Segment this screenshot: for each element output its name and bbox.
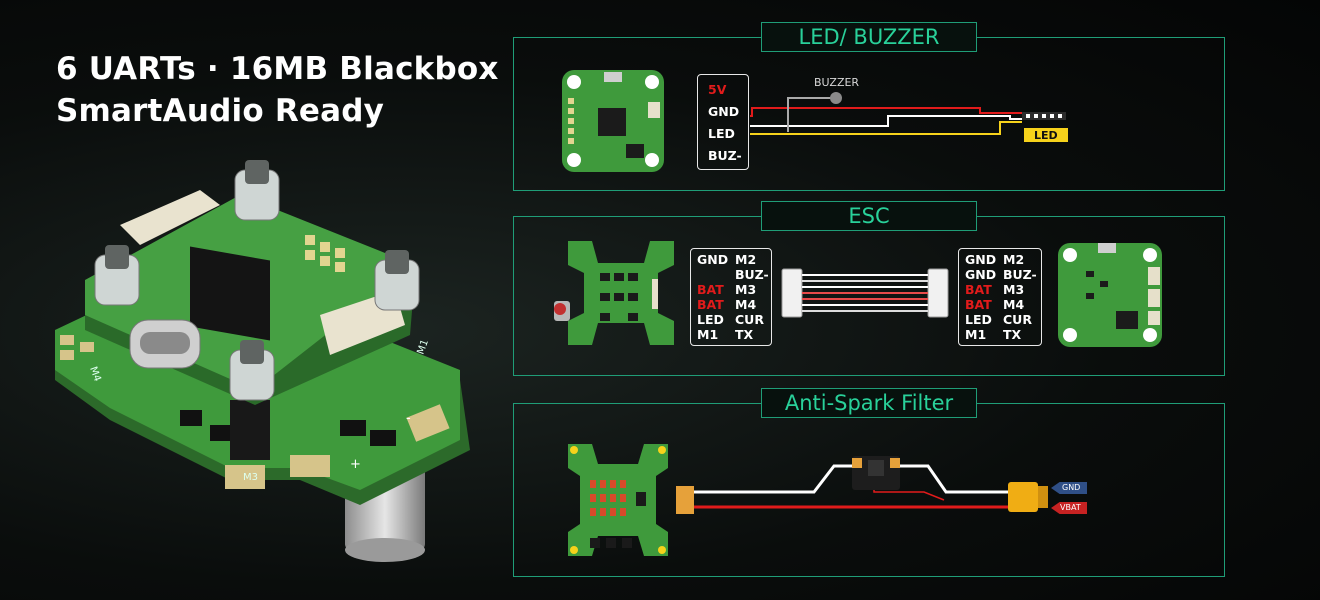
led-strip-label: LED [1034, 129, 1058, 142]
pin-label: GND [965, 267, 997, 282]
esc-panel: ESC GND M2 BUZ- BAT M3 BAT M4 LED CUR M1 TX G… [513, 201, 1225, 376]
esc-left-row: GND M2 [697, 252, 771, 267]
pin-label: BAT [965, 297, 992, 312]
product-stack-image: M4 M1 M3 - + [55, 160, 470, 562]
esc-title: ESC [761, 201, 977, 231]
pin-gnd: GND [708, 104, 740, 119]
esc-right-row: LED CUR [965, 312, 1041, 327]
esc-right-row: GND M2 [965, 252, 1041, 267]
standoff-caps [94, 160, 420, 401]
led-buzzer-title: LED/ BUZZER [761, 22, 977, 52]
pin-label: M2 [735, 252, 757, 267]
gnd-label: GND [1062, 483, 1081, 492]
esc-left-row: M1 TX [697, 327, 771, 342]
led-pin-box: 5V GND LED BUZ- [697, 74, 749, 170]
esc-right-pin-box: GND M2 GND BUZ- BAT M3 BAT M4 LED CUR M1 TX [958, 248, 1042, 346]
fc-board-side [1058, 243, 1162, 347]
connector [120, 190, 220, 245]
led-buzzer-panel: LED/ BUZZER 5V GND LED BUZ- BUZZER LED [513, 22, 1225, 191]
esc-left-pin-box: GND M2 BUZ- BAT M3 BAT M4 LED CUR M1 TX [690, 248, 772, 346]
esc-left-row: BAT M4 [697, 297, 771, 312]
pin-led: LED [708, 126, 735, 141]
pin-label: BAT [697, 282, 724, 297]
label-m1: M1 [415, 338, 430, 356]
pin-label: M2 [1003, 252, 1025, 267]
pin-label: M4 [735, 297, 757, 312]
ribbon-cable [781, 268, 949, 318]
anti-spark-title: Anti-Spark Filter [761, 388, 977, 418]
pin-label: TX [735, 327, 754, 342]
pin-label: CUR [735, 312, 764, 327]
pin-label: LED [697, 312, 724, 327]
label-m3: M3 [243, 472, 258, 483]
standoff [230, 400, 270, 460]
esc-right-row: BAT M3 [965, 282, 1041, 297]
buzzer-label: BUZZER [814, 76, 859, 89]
esc-right-row: GND BUZ- [965, 267, 1041, 282]
pin-label: M4 [1003, 297, 1025, 312]
gnd-arrow [1051, 482, 1087, 494]
fc-board-top [562, 70, 664, 172]
pin-label: M1 [965, 327, 987, 342]
pin-label: BUZ- [1003, 267, 1037, 282]
esc-board-bottom [568, 444, 668, 556]
headline-line-2: SmartAudio Ready [56, 93, 385, 129]
vbat-arrow [1051, 502, 1087, 514]
pin-label: M3 [735, 282, 757, 297]
pin-label: M3 [1003, 282, 1025, 297]
esc-left-row: BUZ- [697, 267, 771, 282]
esc-left-row: BAT M3 [697, 282, 771, 297]
vbat-label: VBAT [1060, 503, 1081, 512]
pin-label: LED [965, 312, 992, 327]
led-buzzer-wiring: BUZZER LED [750, 76, 1068, 142]
esc-right-row: BAT M4 [965, 297, 1041, 312]
pin-label: BAT [697, 297, 724, 312]
headline-line-1: 6 UARTs · 16MB Blackbox [56, 51, 499, 87]
esc-board-top [554, 241, 674, 345]
flight-controller-board [85, 190, 415, 405]
headline: 6 UARTs · 16MB Blackbox SmartAudio Ready [56, 48, 499, 132]
pin-label: BAT [965, 282, 992, 297]
pin-label: M1 [697, 327, 719, 342]
pin-5v: 5V [708, 82, 727, 97]
anti-spark-wiring [676, 456, 1048, 514]
label-m4: M4 [87, 365, 102, 383]
pin-label: TX [1003, 327, 1022, 342]
anti-spark-panel: Anti-Spark Filter GND VBAT [513, 388, 1225, 577]
pin-label: GND [697, 252, 729, 267]
label-minus: - [406, 411, 411, 426]
pin-label: GND [965, 252, 997, 267]
esc-left-row: LED CUR [697, 312, 771, 327]
pin-label: BUZ- [735, 267, 769, 282]
esc-right-row: M1 TX [965, 327, 1041, 342]
label-plus: + [350, 457, 361, 472]
pin-label: CUR [1003, 312, 1032, 327]
pin-buz: BUZ- [708, 148, 742, 163]
